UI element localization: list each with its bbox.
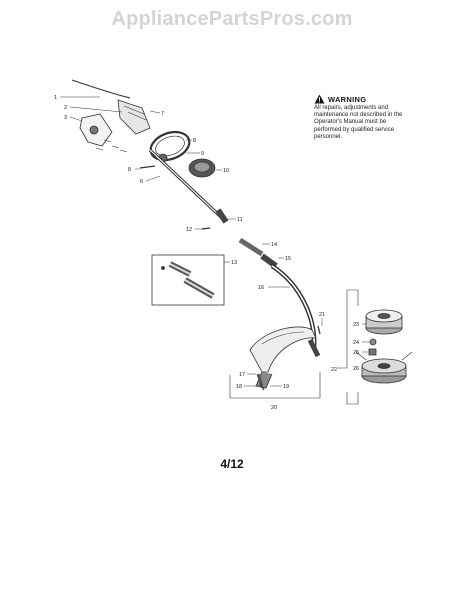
callout-12: 12: [186, 227, 192, 233]
site-watermark: AppliancePartsPros.com: [111, 8, 353, 30]
callout-11: 11: [237, 217, 243, 223]
gear-head: [307, 338, 321, 358]
callout-1: 1: [54, 95, 57, 101]
trimmer-spool: [365, 309, 403, 335]
leader-line: [149, 110, 161, 114]
debris-guard-detail: [261, 331, 305, 345]
handle-housing: [117, 99, 151, 135]
spool-housing: [355, 351, 413, 384]
callout-16: 16: [258, 285, 264, 291]
callout-8: 8: [193, 138, 196, 144]
lower-shaft-inner: [271, 265, 315, 349]
warning-notice: WARNING All repairs, adjustments and mai…: [314, 94, 414, 141]
coupler-screw: [201, 227, 211, 230]
clamp-knob-face: [193, 161, 211, 173]
callout-7: 7: [161, 111, 164, 117]
upper-shaft-inner: [149, 149, 223, 219]
assist-handle: [149, 130, 191, 162]
callout-22: 22: [331, 367, 337, 373]
callout-14: 14: [271, 242, 277, 248]
callout-8-bolt: 8: [128, 167, 131, 173]
warning-title: WARNING: [328, 94, 367, 104]
page-number: 4/12: [220, 457, 244, 471]
callout-9: 9: [201, 151, 204, 157]
throttle-cable: [71, 79, 131, 99]
shaft-coupler: [215, 208, 229, 224]
spool-washer: [369, 338, 377, 346]
guard-bracket: [256, 373, 264, 387]
spool-spring: [368, 348, 377, 356]
callout-10: 10: [223, 168, 229, 174]
screw-set: [95, 139, 128, 153]
attachment-kit-parts: [161, 261, 215, 299]
callout-25: 25: [353, 350, 359, 356]
callout-23: 23: [353, 322, 359, 328]
shaft-clamp: [260, 253, 278, 269]
assist-handle-inner: [155, 135, 185, 157]
callout-17: 17: [239, 372, 245, 378]
clamp-bolt: [139, 165, 156, 169]
callout-3: 3: [64, 115, 67, 121]
callout-26: 26: [353, 366, 359, 372]
callout-20: 20: [271, 405, 277, 411]
callout-6: 6: [140, 179, 143, 185]
leader-line: [69, 106, 123, 113]
lower-shaft-top: [238, 237, 264, 257]
callout-24: 24: [353, 340, 359, 346]
guard-assembly-bracket: [229, 372, 321, 399]
callout-21: 21: [319, 312, 325, 318]
leader-line: [145, 175, 161, 182]
head-screw: [317, 325, 321, 335]
warning-icon: [314, 94, 325, 104]
debris-guard: [249, 326, 317, 373]
guard-screw: [259, 383, 265, 391]
callout-13: 13: [231, 260, 237, 266]
trimmer-head-bracket-right: [346, 290, 359, 405]
callout-18: 18: [236, 384, 242, 390]
handle-screw: [89, 125, 99, 135]
trimmer-head-bracket: [338, 289, 358, 369]
callout-19: 19: [283, 384, 289, 390]
callout-2: 2: [64, 105, 67, 111]
leader-line: [69, 116, 83, 122]
attachment-kit-box: [151, 254, 225, 306]
warning-text: All repairs, adjustments and maintenance…: [314, 105, 403, 140]
handle-detail: [123, 105, 147, 121]
callout-15: 15: [285, 256, 291, 262]
